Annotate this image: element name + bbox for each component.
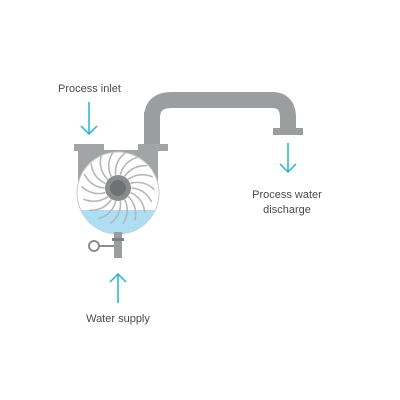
process-inlet-arrow [80, 102, 98, 136]
pump-housing [74, 144, 168, 235]
discharge-arrow [279, 143, 297, 174]
arrow-down-icon [80, 102, 98, 136]
impeller-blade [124, 164, 148, 177]
supply-pipe-band [112, 238, 124, 241]
impeller-blades [81, 151, 155, 225]
impeller-blade [81, 186, 106, 195]
inlet-flange [74, 144, 104, 151]
impeller-blade [122, 199, 129, 225]
impeller-blade [119, 156, 138, 175]
arrow-down-icon [279, 143, 297, 174]
discharge-pipe-elbow [144, 92, 296, 130]
impeller-blade [90, 163, 106, 184]
impeller-blade [131, 187, 153, 203]
impeller-blade [130, 181, 155, 190]
impeller-blade [99, 155, 109, 180]
impeller-blade [83, 196, 109, 203]
water-supply-arrow [109, 272, 127, 303]
impeller-blade [107, 151, 114, 177]
discharge-pipe-flange [273, 128, 303, 135]
impeller-blade [83, 173, 105, 189]
arrow-up-icon [109, 272, 127, 303]
impeller-blade [88, 199, 112, 212]
impeller-blade [127, 173, 153, 180]
supply-pipe-stem [114, 232, 122, 258]
impeller-blade [98, 201, 117, 220]
valve-handle-icon [88, 240, 100, 252]
process-inlet-label: Process inlet [58, 83, 121, 95]
discharge-label-line2: discharge [263, 204, 311, 216]
water-supply-label: Water supply [86, 313, 150, 325]
impeller-blade [127, 196, 137, 221]
impeller-blade [109, 201, 122, 224]
impeller-blade [130, 192, 146, 213]
discharge-pipe [144, 92, 303, 146]
impeller-hub-inner [110, 180, 126, 196]
discharge-pipe-riser [144, 112, 160, 146]
outlet-flange [138, 144, 168, 151]
impeller-blade [114, 152, 127, 175]
water-supply-pipe [88, 232, 124, 258]
discharge-label-line1: Process water [252, 189, 322, 201]
